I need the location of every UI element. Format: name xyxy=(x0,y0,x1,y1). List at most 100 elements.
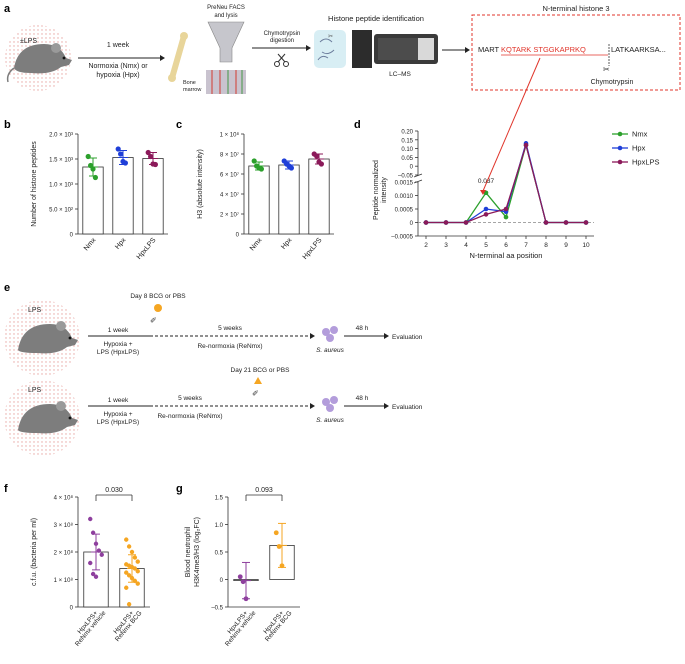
bar xyxy=(112,157,134,235)
row1-mouse-label: LPS xyxy=(28,307,42,314)
series-point xyxy=(423,220,429,225)
x-tick-label: 7 xyxy=(524,242,528,249)
mouse-icon-2 xyxy=(18,401,78,434)
bar xyxy=(278,164,300,235)
y-tick-label: 0.10 xyxy=(401,147,413,153)
y-tick-label: 1.0 × 10³ xyxy=(49,183,73,189)
y-tick-label: 6 × 10⁷ xyxy=(220,172,239,179)
panel-e: e LPS 1 week Hypoxia + LPS (HpxLPS) Day … xyxy=(4,282,423,456)
data-point xyxy=(276,544,282,549)
row1-bacteria-icon xyxy=(322,326,338,342)
data-point xyxy=(90,571,96,577)
legend-marker xyxy=(617,145,623,151)
sequence-prefix: MART xyxy=(478,45,500,54)
svg-text:✂: ✂ xyxy=(328,33,333,40)
y-tick-label: 1.5 xyxy=(215,496,224,502)
data-point xyxy=(237,574,243,580)
row2-cond-1: Hypoxia + xyxy=(103,411,132,418)
row1-weeks: 5 weeks xyxy=(218,325,243,332)
data-point xyxy=(240,579,246,585)
y-axis-label: H3K4me3/H3 (log₂FC) xyxy=(194,517,201,587)
y-axis-label: Blood neutrophil xyxy=(185,526,192,577)
row1-bcg-marker xyxy=(154,304,162,312)
data-point xyxy=(129,549,135,555)
data-point xyxy=(88,560,93,566)
data-point xyxy=(85,153,91,160)
axis-break xyxy=(413,173,423,178)
x-tick-label: 4 xyxy=(464,242,468,249)
y-tick-label: 0.20 xyxy=(401,130,413,136)
y-axis-label: Number of histone peptides xyxy=(31,141,38,227)
data-point xyxy=(90,530,96,535)
data-point xyxy=(132,566,138,571)
data-point xyxy=(126,544,132,549)
y-tick-label: 2 × 10⁷ xyxy=(220,212,239,219)
data-point xyxy=(93,574,99,579)
data-point xyxy=(243,596,249,602)
row2-evaluation: Evaluation xyxy=(392,404,423,411)
step1-bottom-1: Normoxia (Nmx) or xyxy=(88,63,148,70)
data-point xyxy=(135,559,140,564)
series-point xyxy=(563,220,569,225)
data-point xyxy=(115,146,121,152)
x-tick-label: 2 xyxy=(424,242,428,249)
y-tick-label: 0.05 xyxy=(401,156,413,162)
step1-top: 1 week xyxy=(107,42,130,49)
legend-label: Hpx xyxy=(632,144,646,153)
row1-treat: Day 8 BCG or PBS xyxy=(130,293,186,300)
y-tick-label: 0.0015 xyxy=(395,181,414,187)
row2-renmx: Re-normoxia (ReNmx) xyxy=(157,413,222,420)
chymotrypsin-label: Chymotrypsin xyxy=(591,79,634,86)
data-point xyxy=(118,151,124,157)
highlight-arrow xyxy=(482,57,541,192)
p-value-label: 0.093 xyxy=(255,487,273,494)
x-tick-label: 3 xyxy=(444,242,448,249)
y-axis-label: H3 (absolute intensity) xyxy=(197,149,204,219)
x-tick-label: 6 xyxy=(504,242,508,249)
facs-icon xyxy=(206,21,246,94)
bar xyxy=(248,165,270,235)
y-tick-label: 0 xyxy=(236,233,240,239)
row2-cond-2: LPS (HpxLPS) xyxy=(97,419,139,426)
data-point xyxy=(132,555,138,560)
category-label: Hpx xyxy=(114,236,128,250)
legend-label: Nmx xyxy=(632,130,648,139)
series-point xyxy=(543,220,549,225)
y-axis-label: intensity xyxy=(381,177,388,203)
y-tick-label: 2 × 10⁸ xyxy=(54,550,74,557)
panel-letter-f: f xyxy=(4,483,8,495)
data-point xyxy=(288,165,294,171)
y-tick-label: –0.0005 xyxy=(391,235,413,241)
panel-letter-d: d xyxy=(354,119,361,131)
data-point xyxy=(124,570,129,575)
row2-weeks: 5 weeks xyxy=(178,395,203,402)
data-point xyxy=(135,581,140,586)
y-tick-label: 0 xyxy=(410,165,414,171)
bone-icon xyxy=(168,32,188,82)
x-tick-label: 9 xyxy=(564,242,568,249)
series-point xyxy=(483,212,489,217)
y-tick-label: 3 × 10⁸ xyxy=(54,522,74,529)
data-point xyxy=(148,153,154,160)
row1-cond-2: LPS (HpxLPS) xyxy=(97,349,139,356)
y-axis-label: c.f.u. (bacteria per ml) xyxy=(31,518,38,586)
sequence-highlight: KQTARK STGGKAPRKQ xyxy=(501,45,586,54)
panel-letter-c: c xyxy=(176,119,182,131)
y-tick-label: 2.0 × 10³ xyxy=(49,133,73,139)
data-point xyxy=(124,537,129,542)
category-label: Nmx xyxy=(249,236,264,252)
data-point xyxy=(314,153,320,159)
bar xyxy=(308,158,330,235)
row1-syringe-icon: ✐ xyxy=(150,316,157,325)
step1-bottom-2: hypoxia (Hpx) xyxy=(96,72,139,79)
x-tick-label: 10 xyxy=(582,242,590,249)
y-tick-label: 1 × 10⁸ xyxy=(54,577,74,584)
panel-letter-a: a xyxy=(4,3,11,15)
y-tick-label: 0.5 xyxy=(215,551,224,557)
row2-mouse-label: LPS xyxy=(28,387,42,394)
data-point xyxy=(122,160,128,166)
y-tick-label: 0 xyxy=(220,578,224,584)
x-axis-label: N-terminal aa position xyxy=(470,251,543,260)
row2-bcg-marker xyxy=(254,377,262,384)
